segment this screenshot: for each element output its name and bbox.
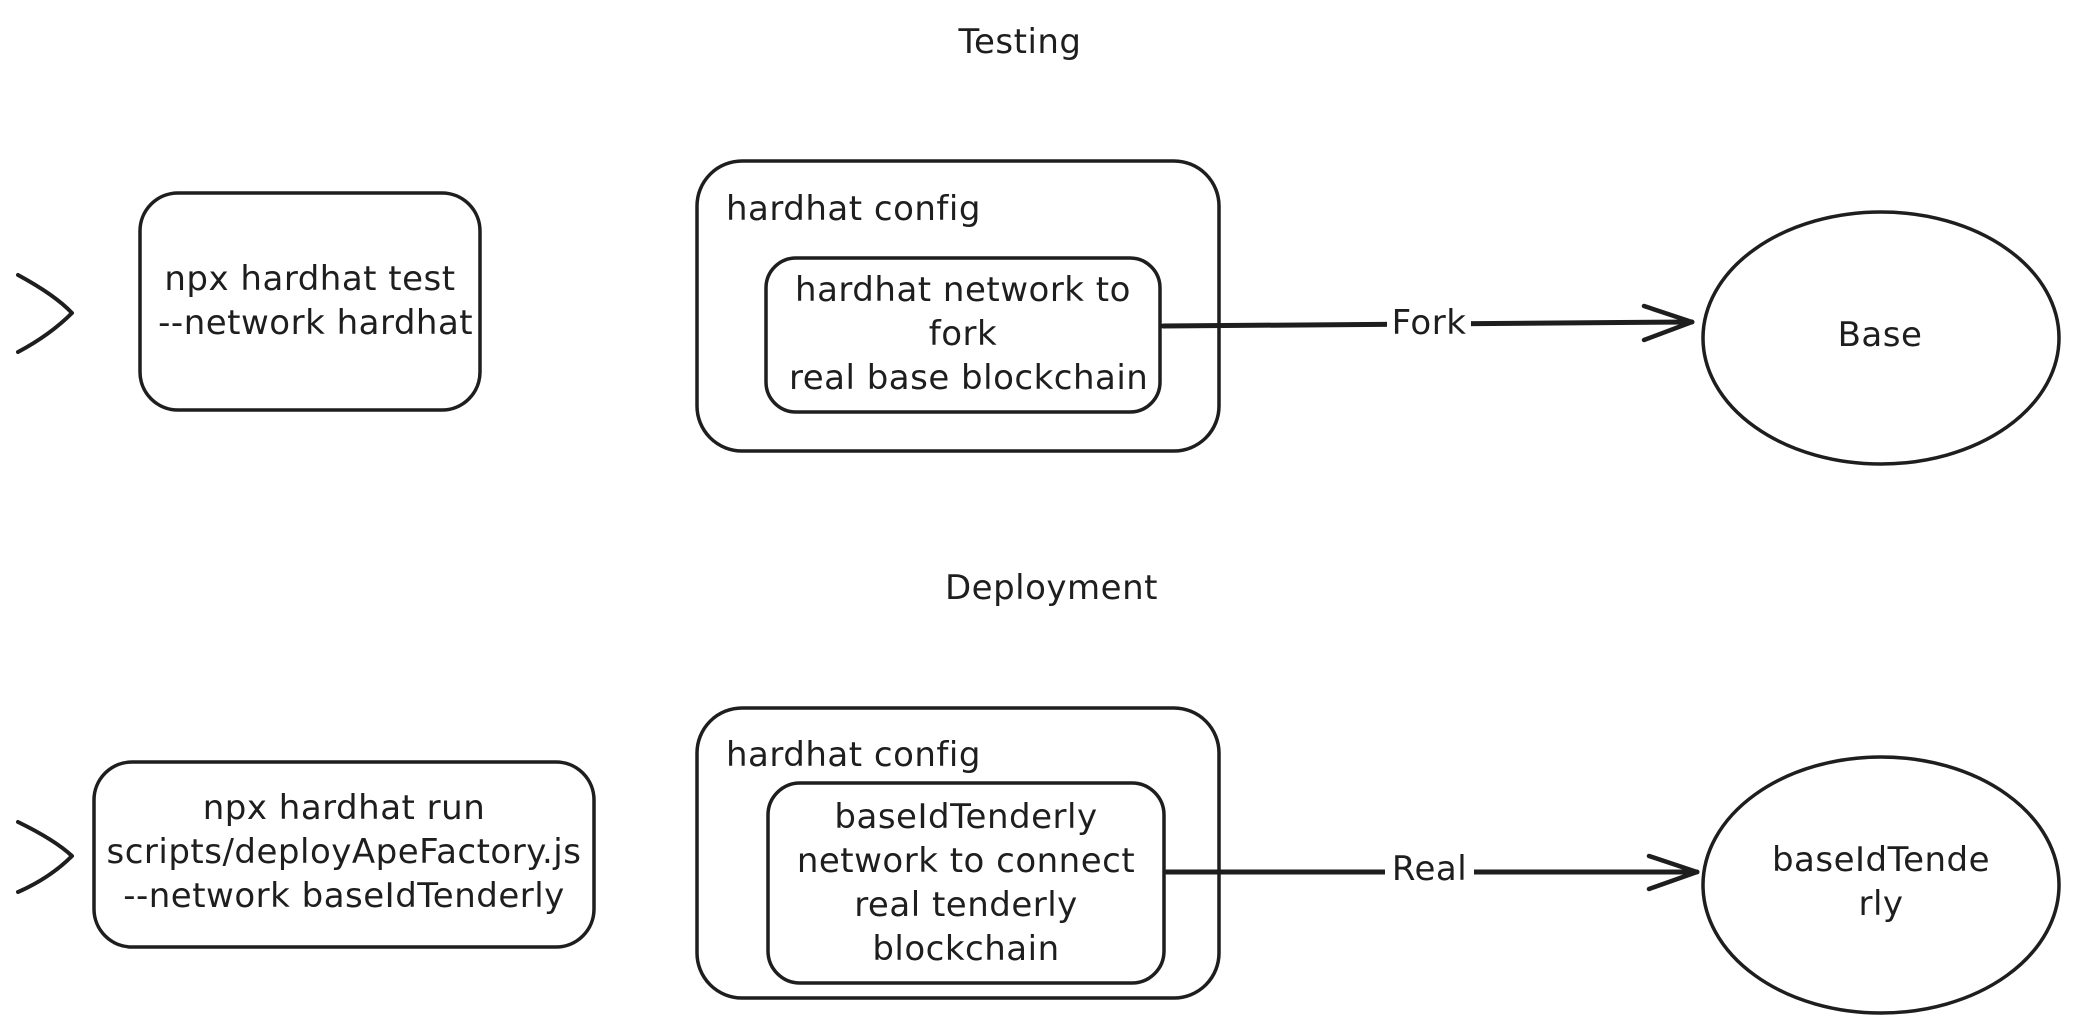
- network-box-deployment: [766, 781, 1166, 985]
- section-title-deployment: Deployment: [945, 568, 1158, 608]
- target-node-base: [1701, 210, 2061, 466]
- command-text-deployment: npx hardhat run scripts/deployApeFactory…: [106, 788, 582, 916]
- target-label-base: Base: [1837, 315, 1923, 355]
- section-title-testing: Testing: [958, 22, 1082, 62]
- edge-label-real: Real: [1385, 847, 1474, 891]
- real-arrowhead: [1646, 853, 1700, 892]
- command-box-deployment: [92, 760, 596, 949]
- target-label-baseidtenderly: baseIdTende rly: [1771, 840, 1991, 924]
- fork-arrowhead: [1641, 303, 1695, 343]
- target-node-baseidtenderly: [1701, 755, 2061, 1015]
- command-text-testing: npx hardhat test --network hardhat: [158, 259, 474, 343]
- config-box-testing: [695, 159, 1221, 453]
- config-box-deployment: [695, 706, 1221, 1000]
- terminal-prompt-icon-deployment: [16, 820, 74, 894]
- config-label-deployment: hardhat config: [726, 735, 981, 775]
- command-box-testing: [138, 191, 482, 412]
- edge-label-fork: Fork: [1387, 301, 1471, 345]
- network-box-text-deployment: baseIdTenderly network to connect real t…: [796, 797, 1136, 969]
- network-box-text-testing: hardhat network to fork real base blockc…: [788, 270, 1149, 398]
- network-box-testing: [764, 256, 1162, 414]
- terminal-prompt-icon-testing: [16, 273, 74, 354]
- config-label-testing: hardhat config: [726, 189, 981, 229]
